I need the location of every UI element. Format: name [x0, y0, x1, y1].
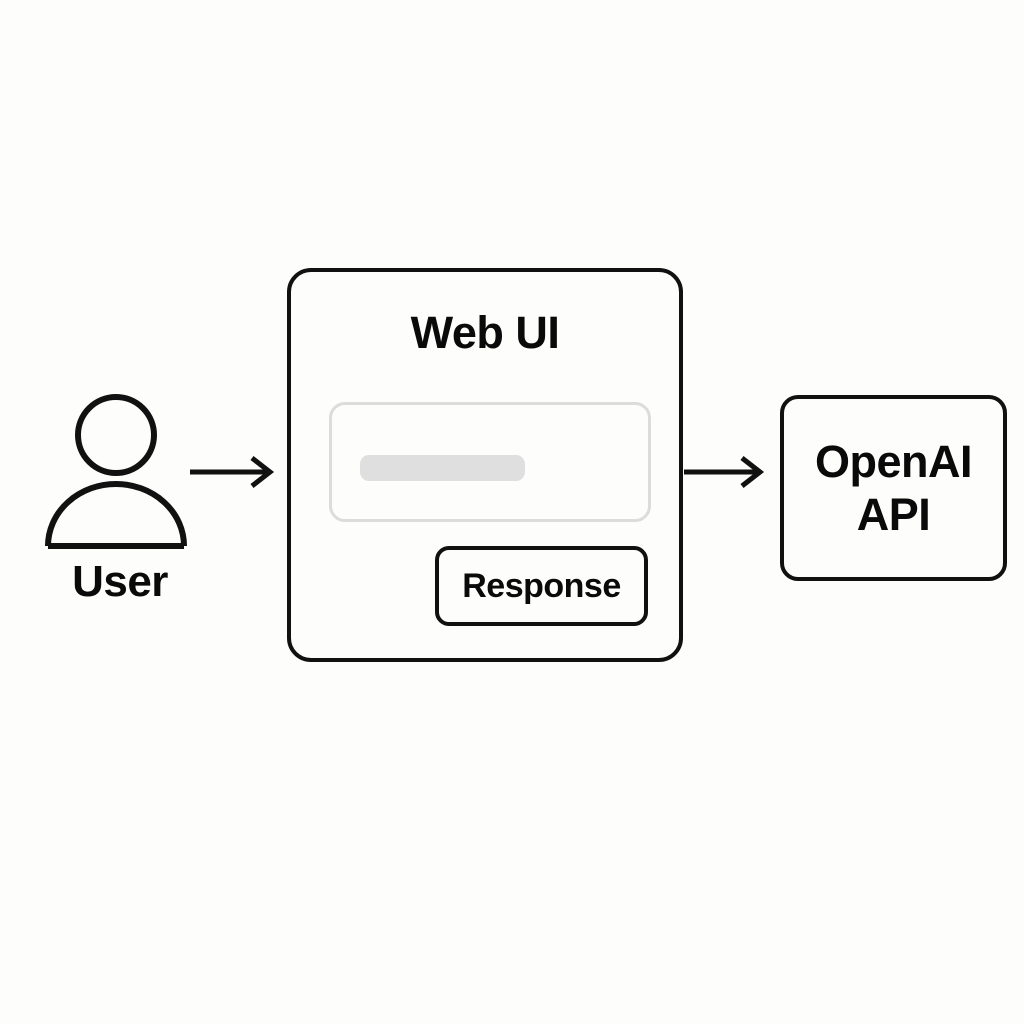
openai-api-label-line1: OpenAI [814, 435, 973, 487]
user-person-icon [45, 394, 187, 549]
arrow-webui-to-openai-api [684, 456, 765, 488]
arrow-user-to-webui [190, 456, 275, 488]
openai-api-node[interactable]: OpenAI API [780, 395, 1007, 581]
webui-node[interactable]: Web UI Response [287, 268, 683, 662]
webui-text-input[interactable] [329, 402, 651, 522]
webui-title: Web UI [410, 307, 560, 358]
user-actor: User [40, 388, 200, 633]
input-placeholder-bar [360, 455, 525, 481]
response-button[interactable]: Response [435, 546, 648, 626]
response-button-label: Response [462, 567, 621, 605]
openai-api-label-line2: API [856, 489, 931, 540]
user-label: User [72, 557, 168, 606]
